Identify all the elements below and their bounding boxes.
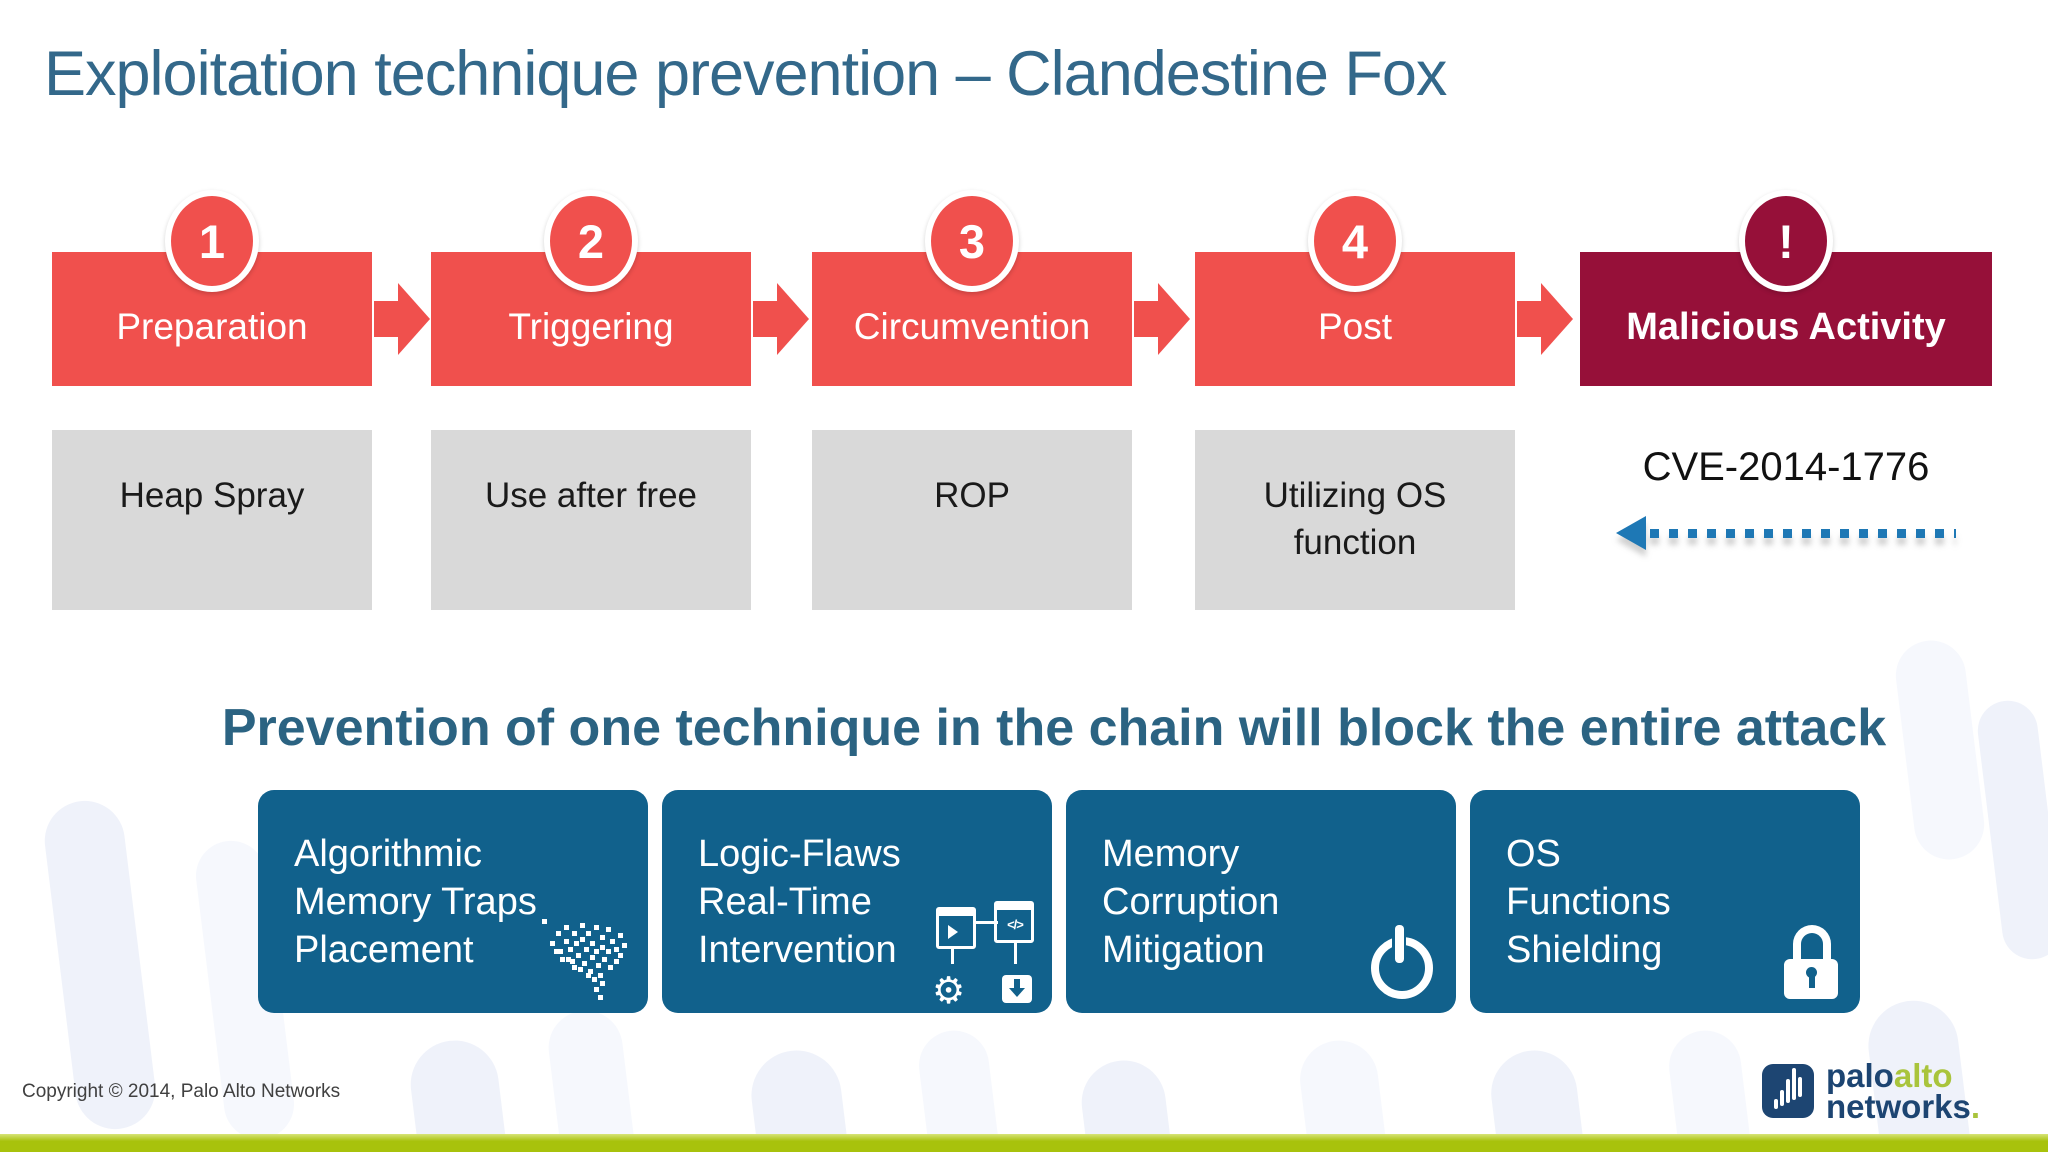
step-number-badge: 1 <box>165 190 259 292</box>
logo-word-alto: alto <box>1893 1057 1953 1094</box>
prevention-card-logic-flaws-intervention: Logic-Flaws Real-Time Intervention </> ⚙ <box>662 790 1052 1013</box>
card-line: Algorithmic <box>294 833 482 875</box>
card-line: Functions <box>1506 881 1671 923</box>
chain-step-circumvention: 3 Circumvention ROP <box>812 190 1132 620</box>
download-icon <box>1002 975 1032 1003</box>
card-line: Placement <box>294 929 474 971</box>
card-line: Memory <box>1102 833 1240 875</box>
copyright-text: Copyright © 2014, Palo Alto Networks <box>22 1081 341 1102</box>
arrowhead <box>1616 516 1646 550</box>
chain-arrow-icon <box>1134 283 1190 355</box>
technique-box: Heap Spray <box>52 430 372 610</box>
card-line: Logic-Flaws <box>698 833 901 875</box>
brain-icon <box>542 919 634 1003</box>
prevention-card-algorithmic-memory-traps: Algorithmic Memory Traps Placement <box>258 790 648 1013</box>
prevention-card-os-functions-shielding: OS Functions Shielding <box>1470 790 1860 1013</box>
technique-box: ROP <box>812 430 1132 610</box>
card-line: Real-Time <box>698 881 872 923</box>
step-number-badge: 2 <box>544 190 638 292</box>
logo-mark-icon <box>1762 1064 1814 1118</box>
chain-arrow-icon <box>1517 283 1573 355</box>
automation-icon: </> ⚙ <box>932 899 1036 1009</box>
step-label: Post <box>1195 252 1515 386</box>
watermark-shape <box>544 1006 650 1152</box>
card-line: Memory Traps <box>294 881 537 923</box>
step-number-badge: 4 <box>1308 190 1402 292</box>
lock-icon <box>1782 925 1840 999</box>
chain-arrow-icon <box>374 283 430 355</box>
key-message: Prevention of one technique in the chain… <box>221 699 1887 757</box>
logo-word-networks: networks <box>1826 1088 1971 1125</box>
chain-step-malicious-activity: ! Malicious Activity CVE-2014-1776 <box>1580 190 1992 620</box>
card-line: Shielding <box>1506 929 1663 971</box>
power-icon <box>1368 925 1434 999</box>
technique-box: Use after free <box>431 430 751 610</box>
logo-word-palo: palo <box>1826 1057 1894 1094</box>
card-line: Corruption <box>1102 881 1280 923</box>
chain-step-preparation: 1 Preparation Heap Spray <box>52 190 372 620</box>
step-label: Triggering <box>431 252 751 386</box>
gear-icon: ⚙ <box>932 969 966 1012</box>
card-line: Intervention <box>698 929 897 971</box>
chain-step-triggering: 2 Triggering Use after free <box>431 190 751 620</box>
dotted-left-arrow-icon <box>1616 516 1956 550</box>
cve-label: CVE-2014-1776 <box>1642 445 1930 489</box>
card-line: Mitigation <box>1102 929 1265 971</box>
logo-text: paloalto networks. <box>1826 1057 1981 1125</box>
dotted-line <box>1650 529 1956 538</box>
chain-step-post: 4 Post Utilizing OS function <box>1195 190 1515 620</box>
step-number-badge: 3 <box>925 190 1019 292</box>
card-line: OS <box>1506 833 1561 875</box>
chain-arrow-icon <box>753 283 809 355</box>
footer-green-bar <box>0 1134 2048 1152</box>
technique-box: Utilizing OS function <box>1195 430 1515 610</box>
logo-dot: . <box>1970 1088 1981 1125</box>
prevention-card-memory-corruption-mitigation: Memory Corruption Mitigation <box>1066 790 1456 1013</box>
page-title: Exploitation technique prevention – Clan… <box>44 39 1447 109</box>
alert-badge: ! <box>1739 190 1833 292</box>
